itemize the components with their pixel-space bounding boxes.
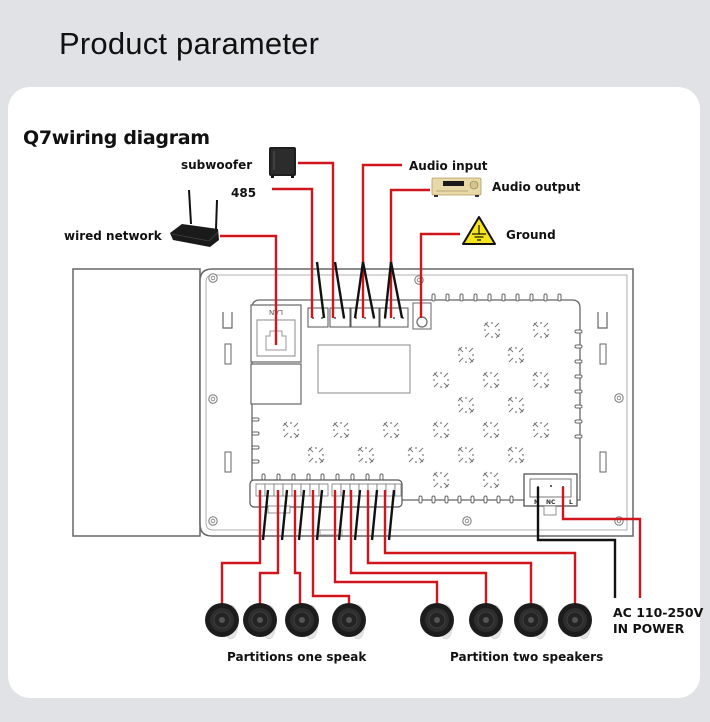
speaker-icon (419, 602, 455, 640)
wire-zone1-speaker1 (220, 490, 262, 605)
terminal-label-n: N (534, 499, 539, 506)
diagram-title: Q7wiring diagram (23, 127, 210, 149)
wire-lan (220, 234, 278, 345)
label-zone-two: Partition two speakers (450, 650, 604, 664)
wire-485 (272, 187, 314, 318)
speaker-icon (204, 602, 240, 640)
speaker-icon (513, 602, 549, 640)
page-title: Product parameter (59, 26, 320, 61)
wire-power-neutral (536, 487, 617, 598)
label-audio-input: Audio input (409, 159, 488, 173)
wire-zone2-speaker2 (349, 490, 488, 605)
wire-zone1-speaker4 (311, 490, 351, 605)
wire-power-live (561, 487, 642, 598)
label-485: 485 (231, 186, 257, 200)
wire-ground (419, 232, 460, 318)
label-audio-output: Audio output (492, 180, 581, 194)
speaker-icon (242, 602, 278, 640)
zone-two-speakers (419, 602, 593, 640)
wire-zone1-speaker2 (258, 490, 280, 605)
subwoofer-icon (269, 147, 296, 178)
speaker-icon (468, 602, 504, 640)
wire-zone1-speaker3 (293, 490, 302, 605)
amplifier-icon (431, 177, 482, 197)
label-power-in: IN POWER (613, 621, 685, 636)
label-subwoofer: subwoofer (181, 158, 253, 172)
wire-zone2-speaker1 (333, 490, 439, 605)
terminal-label-nc: NC (546, 499, 556, 506)
router-icon (170, 189, 219, 247)
label-power-voltage: AC 110-250V (613, 605, 704, 620)
label-ground: Ground (506, 228, 556, 242)
terminal-label-l: L (569, 499, 573, 506)
ground-warning-icon (462, 216, 496, 245)
zone-one-speakers (204, 602, 367, 640)
label-wired-network: wired network (64, 229, 162, 243)
speaker-icon (331, 602, 367, 640)
wire-zone2-speaker4 (383, 490, 577, 605)
wire-zone2-speaker3 (366, 490, 533, 605)
wire-subwoofer (298, 161, 335, 318)
wire-audio-output (389, 188, 430, 318)
speaker-icon (557, 602, 593, 640)
speaker-icon (284, 602, 320, 640)
housing-side-panel (72, 268, 201, 537)
label-zone-one: Partitions one speak (227, 650, 367, 664)
